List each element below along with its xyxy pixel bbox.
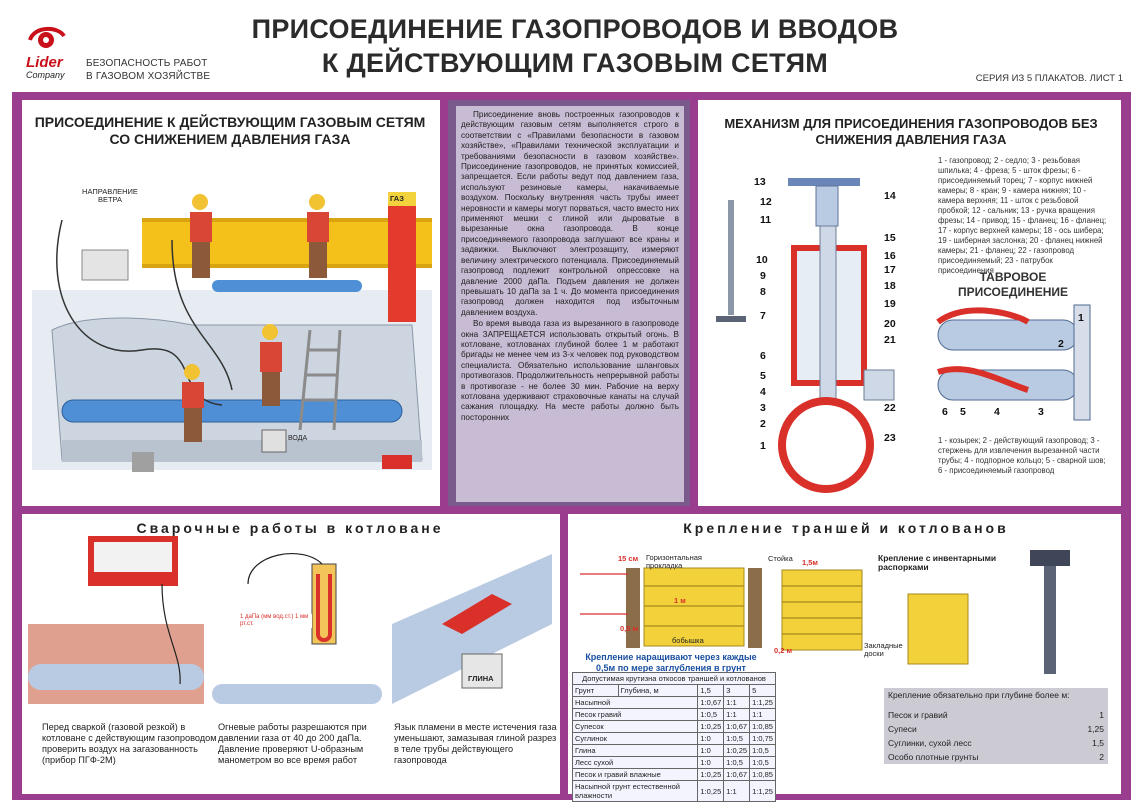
trench-illustration <box>580 550 1070 674</box>
tee-callout-1: 1 <box>1078 312 1084 324</box>
manometer-label: 1 даПа (мм вод.ст.) 1 мм рт.ст. <box>240 614 312 628</box>
label-embedded-boards: Закладные доски <box>864 641 903 658</box>
callout-20: 20 <box>884 318 896 330</box>
slope-table: Допустимая крутизна откосов траншей и ко… <box>571 672 776 802</box>
callout-1: 1 <box>760 440 766 452</box>
welding-caption-2: Огневые работы разрешаются при давлении … <box>218 722 367 765</box>
label-15m: 1,5м <box>802 558 818 567</box>
water-label: ВОДА <box>288 435 308 442</box>
callout-9: 9 <box>760 270 766 282</box>
series-label: СЕРИЯ ИЗ 5 ПЛАКАТОВ. ЛИСТ 1 <box>975 73 1123 84</box>
label-1m: 1 м <box>674 596 686 605</box>
slope-header-15: 1,5 <box>697 684 725 697</box>
callout-15: 15 <box>884 232 896 244</box>
depth-table-title: Крепление обязательно при глубине более … <box>888 690 1070 700</box>
callout-2: 2 <box>760 418 766 430</box>
mechanism-illustration <box>716 178 1091 493</box>
clay-label: ГЛИНА <box>468 674 494 683</box>
gas-label: ГАЗ <box>390 194 404 203</box>
callout-8: 8 <box>760 286 766 298</box>
slope-table-title: Допустимая крутизна откосов траншей и ко… <box>572 672 776 685</box>
logo-sub: Company <box>26 70 65 80</box>
tee-callout-3: 3 <box>1038 406 1044 418</box>
callout-11: 11 <box>760 214 772 226</box>
callout-23: 23 <box>884 432 896 444</box>
label-02m: 0,2 м <box>774 646 793 655</box>
tee-legend: 1 - козырек; 2 - действующий газопровод;… <box>938 436 1106 475</box>
panel-pressure-reduction: НАПРАВЛЕНИЕ ВЕТРА ГАЗ ВОДА <box>22 100 440 506</box>
section-title-welding: Сварочные работы в котловане <box>136 520 444 536</box>
tee-callout-6: 6 <box>942 406 948 418</box>
wind-direction-label: НАПРАВЛЕНИЕ ВЕТРА <box>82 187 138 204</box>
tee-callout-2: 2 <box>1058 338 1064 350</box>
callout-17: 17 <box>884 264 896 276</box>
callout-19: 19 <box>884 298 896 310</box>
welding-caption-3: Язык пламени в месте истечения газа умен… <box>394 722 557 765</box>
callout-5: 5 <box>760 370 766 382</box>
callout-16: 16 <box>884 250 896 262</box>
welding-caption-1: Перед сваркой (газовой резкой) в котлова… <box>42 722 217 765</box>
label-post: Стойка <box>768 554 793 563</box>
callout-4: 4 <box>760 386 766 398</box>
slope-header-5: 5 <box>749 684 776 697</box>
callout-21: 21 <box>884 334 896 346</box>
welding-illustration <box>28 536 552 704</box>
callout-3: 3 <box>760 402 766 414</box>
slope-header-depth: Глубина, м <box>617 684 699 697</box>
worker-figures <box>182 194 329 442</box>
poster-header: Lider Company БЕЗОПАСНОСТЬ РАБОТ В ГАЗОВ… <box>0 0 1143 92</box>
section-title-trench: Крепление траншей и котлованов <box>683 520 1009 536</box>
label-05m: 0,5 м <box>620 624 639 633</box>
main-text-block: Присоединение вновь построенных газопров… <box>456 106 684 502</box>
pressure-reduction-illustration <box>32 192 432 472</box>
main-text-paragraph-1: Присоединение вновь построенных газопров… <box>461 110 679 317</box>
callout-22: 22 <box>884 402 896 414</box>
callout-14: 14 <box>884 190 896 202</box>
section-title-mechanism: МЕХАНИЗМ ДЛЯ ПРИСОЕДИНЕНИЯ ГАЗОПРОВОДОВ … <box>724 116 1098 147</box>
callout-7: 7 <box>760 310 766 322</box>
main-text-paragraph-2: Во время вывода газа из вырезанного в га… <box>461 319 679 422</box>
org-line-1: БЕЗОПАСНОСТЬ РАБОТ <box>86 58 208 69</box>
label-horizontal-lining: Горизонтальная прокладка <box>646 553 702 570</box>
slope-header-soil: Грунт <box>572 684 619 697</box>
logo-eye-icon <box>28 27 66 48</box>
depth-table: Крепление обязательно при глубине более … <box>884 688 1108 764</box>
panel-mechanism: 1 - газопровод; 2 - седло; 3 - резьбовая… <box>698 100 1121 506</box>
section-title-pressure-reduction: ПРИСОЕДИНЕНИЕ К ДЕЙСТВУЮЩИМ ГАЗОВЫМ СЕТЯ… <box>34 114 426 147</box>
trench-reinforcement-caption: Крепление наращивают через каждые 0,5м п… <box>585 652 757 673</box>
slope-header-3: 3 <box>723 684 751 697</box>
poster-title-line-1: ПРИСОЕДИНЕНИЕ ГАЗОПРОВОДОВ И ВВОДОВ <box>251 14 899 44</box>
callout-6: 6 <box>760 350 766 362</box>
label-15cm: 15 см <box>618 554 639 563</box>
poster-title-line-2: К ДЕЙСТВУЮЩИМ ГАЗОВЫМ СЕТЯМ <box>321 48 829 78</box>
logo-text: Lider <box>26 54 63 71</box>
org-line-2: В ГАЗОВОМ ХОЗЯЙСТВЕ <box>86 71 211 82</box>
callout-12: 12 <box>760 196 772 208</box>
panel-welding: 1 даПа (мм вод.ст.) 1 мм рт.ст. ГЛИНА Пе… <box>22 514 560 794</box>
callout-13: 13 <box>754 176 766 188</box>
mechanism-legend: 1 - газопровод; 2 - седло; 3 - резьбовая… <box>938 156 1107 275</box>
tee-callout-4: 4 <box>994 406 1000 418</box>
label-inventory-struts: Крепление с инвентарными распорками <box>878 553 997 572</box>
callout-18: 18 <box>884 280 896 292</box>
label-boss: бобышка <box>672 636 704 645</box>
tee-connection-title: ТАВРОВОЕ ПРИСОЕДИНЕНИЕ <box>957 270 1069 299</box>
tee-callout-5: 5 <box>960 406 966 418</box>
callout-10: 10 <box>756 254 768 266</box>
company-logo: Lider Company <box>20 20 90 82</box>
